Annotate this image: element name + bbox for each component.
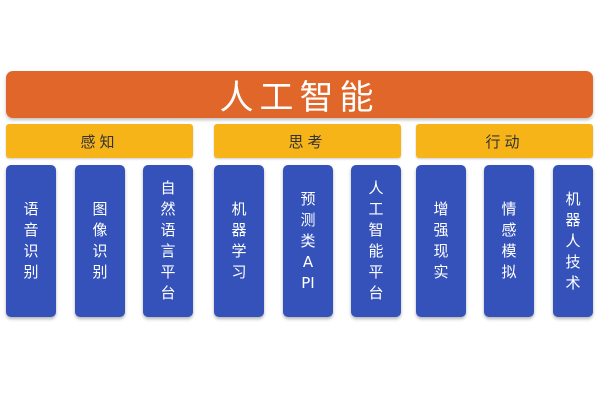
title-bar: 人工智能: [6, 71, 593, 118]
item-image-recognition: 图像识别: [75, 165, 125, 317]
item-label: 增强现实: [433, 200, 449, 281]
item-label: 情感模拟: [501, 200, 517, 281]
item-speech-recognition: 语音识别: [6, 165, 56, 317]
category-label: 行动: [485, 132, 524, 151]
category-perception: 感知: [6, 124, 193, 158]
item-label: 机器人技术: [565, 189, 581, 292]
item-label: 预测类API: [300, 189, 316, 292]
category-action: 行动: [416, 124, 593, 158]
item-robotics: 机器人技术: [553, 165, 593, 317]
item-label: 语音识别: [23, 200, 39, 281]
category-thinking: 思考: [214, 124, 401, 158]
item-augmented-reality: 增强现实: [416, 165, 466, 317]
item-machine-learning: 机器学习: [214, 165, 264, 317]
category-label: 思考: [288, 132, 327, 151]
item-label: 机器学习: [231, 200, 247, 281]
item-emotion-simulation: 情感模拟: [484, 165, 534, 317]
item-ai-platform: 人工智能平台: [351, 165, 401, 317]
item-label: 人工智能平台: [368, 179, 384, 302]
item-label: 图像识别: [92, 200, 108, 281]
item-label: 自然语言平台: [160, 179, 176, 302]
item-prediction-api: 预测类API: [283, 165, 333, 317]
item-nlp-platform: 自然语言平台: [143, 165, 193, 317]
diagram-title: 人工智能: [219, 78, 380, 118]
category-label: 感知: [80, 132, 119, 151]
